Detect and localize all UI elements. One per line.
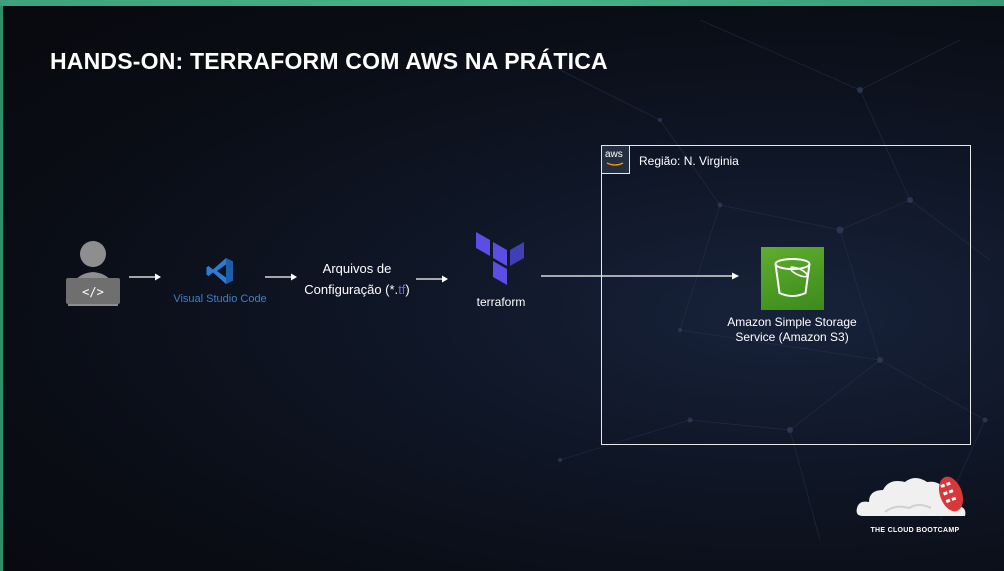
arrow-editor-to-config (265, 273, 297, 281)
s3-label: Amazon Simple Storage Service (Amazon S3… (712, 315, 872, 345)
region-label: Região: N. Virginia (639, 154, 739, 168)
s3-label-line1: Amazon Simple Storage (727, 315, 857, 329)
s3-label-line2: Service (Amazon S3) (735, 330, 849, 344)
visual-studio-code-label: Visual Studio Code (173, 293, 267, 305)
aws-logo-icon: aws (602, 146, 630, 174)
developer-laptop-code-icon: </> (64, 240, 122, 313)
brand-logo: THE CLOUD BOOTCAMP (855, 472, 975, 534)
config-files-line1: Arquivos de (322, 261, 392, 276)
cloud-bootprint-logo-icon (856, 476, 966, 516)
top-accent-bar (0, 0, 1004, 6)
slide-title: HANDS-ON: TERRAFORM COM AWS NA PRÁTICA (50, 48, 608, 74)
arrow-config-to-terraform (416, 275, 448, 283)
terraform-node: terraform (466, 230, 536, 309)
aws-badge-text: aws (605, 149, 623, 160)
brand-text: THE CLOUD BOOTCAMP (870, 527, 960, 534)
s3-bucket-icon (761, 247, 824, 310)
aws-region-container: aws Região: N. Virginia (601, 145, 971, 445)
arrow-developer-to-editor (129, 273, 161, 281)
visual-studio-code-icon (206, 258, 233, 284)
terraform-logo-icon (476, 232, 524, 285)
terraform-label: terraform (476, 295, 526, 309)
config-files-label: Arquivos de Configuração (*.tf) (292, 258, 422, 300)
config-files-line2: Configuração (*.tf) (304, 282, 410, 297)
arrow-terraform-to-s3 (541, 272, 739, 280)
svg-text:</>: </> (82, 285, 104, 299)
tf-extension: tf (398, 282, 406, 297)
visual-studio-code-node: Visual Studio Code (170, 256, 270, 305)
left-accent-bar (0, 6, 3, 571)
